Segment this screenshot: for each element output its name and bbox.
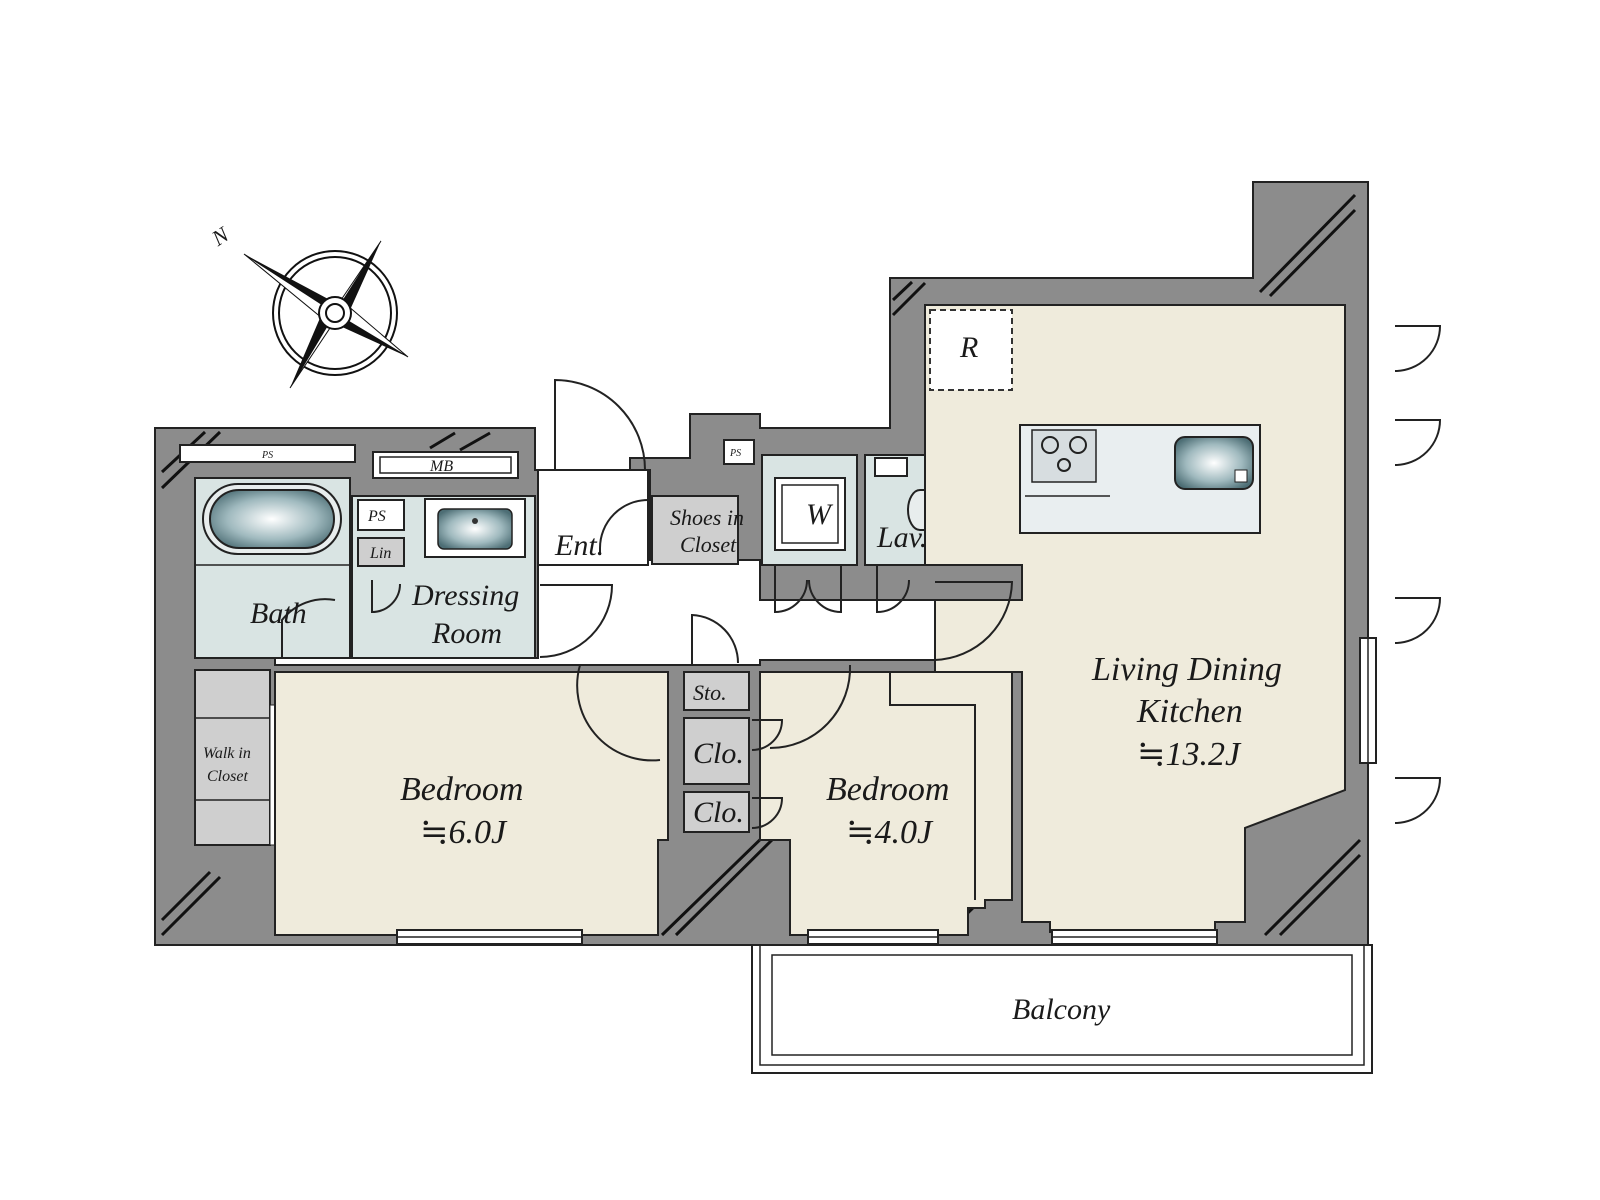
label-bath: Bath — [250, 597, 307, 630]
entrance — [537, 469, 649, 566]
compass-rose: N — [206, 221, 409, 389]
label-ps-bath: PS — [261, 450, 273, 461]
refrigerator-space — [929, 309, 1013, 391]
label-linen: Lin — [369, 545, 391, 562]
storage — [683, 671, 750, 711]
compass-north-label: N — [206, 221, 234, 251]
balcony — [751, 944, 1373, 1074]
label-bedroom2-size: ≒4.0J — [846, 814, 934, 851]
closet-lower — [683, 791, 750, 833]
label-ldk-size: ≒13.2J — [1137, 736, 1242, 773]
label-wic-1: Walk in — [203, 745, 251, 762]
shoes-in-closet — [651, 495, 739, 565]
label-washer: W — [806, 498, 834, 531]
label-balcony: Balcony — [1012, 993, 1111, 1026]
label-bedroom1: Bedroom — [400, 771, 523, 808]
windows — [396, 637, 1377, 945]
label-lavatory: Lav. — [876, 521, 927, 554]
label-closet-b: Clo. — [693, 796, 744, 829]
closet-upper — [683, 717, 750, 785]
label-dressing-2: Room — [431, 617, 502, 650]
bedroom-large — [274, 671, 669, 936]
label-shoes-2: Closet — [680, 532, 737, 557]
label-wic-2: Closet — [207, 768, 248, 785]
kitchen-sink — [1174, 436, 1254, 490]
label-shoes-1: Shoes in — [670, 505, 744, 530]
label-bedroom1-size: ≒6.0J — [420, 814, 508, 851]
bedroom-small — [759, 671, 1013, 936]
doors — [281, 325, 1442, 829]
bathtub — [209, 489, 335, 549]
label-dressing-1: Dressing — [411, 579, 519, 612]
label-meter-box: MB — [429, 458, 453, 475]
label-ps-hall: PS — [729, 448, 741, 459]
label-ldk-2: Kitchen — [1136, 693, 1243, 730]
label-bedroom2: Bedroom — [826, 771, 949, 808]
label-ps-dressing: PS — [367, 508, 386, 525]
label-closet-a: Clo. — [693, 737, 744, 770]
label-ldk-1: Living Dining — [1091, 651, 1282, 688]
label-refrigerator: R — [959, 331, 978, 364]
walk-in-closet — [194, 669, 271, 846]
label-storage: Sto. — [693, 680, 727, 705]
label-entrance: Ent. — [554, 529, 604, 562]
